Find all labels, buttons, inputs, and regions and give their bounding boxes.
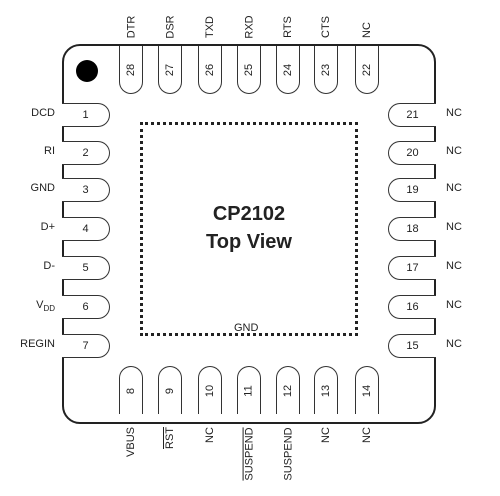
pin-label-2: RI (44, 145, 55, 157)
pin-14: 14 (355, 366, 379, 414)
pin-label-8: VBUS (124, 427, 137, 457)
pin-28: 28 (119, 46, 143, 94)
pin-6: 6 (62, 295, 110, 319)
pin-27: 27 (158, 46, 182, 94)
pin1-marker-dot (76, 60, 98, 82)
pin-label-14: NC (360, 427, 373, 443)
pin-5: 5 (62, 256, 110, 280)
pin-label-25: RXD (243, 14, 256, 39)
pin-label-12: SUSPEND (282, 426, 295, 481)
pin-13: 13 (314, 366, 338, 414)
pin-label-13: NC (319, 427, 332, 443)
pin-20: 20 (388, 141, 436, 165)
pin-label-28: DTR (124, 15, 137, 38)
part-number: CP2102 (212, 203, 286, 225)
pin-23: 23 (314, 46, 338, 94)
pin-9: 9 (158, 366, 182, 414)
pin-label-9: RST (164, 427, 176, 449)
pin-1: 1 (62, 103, 110, 127)
pin-label-1: DCD (31, 107, 55, 119)
pin-label-20: NC (446, 145, 462, 157)
pin-label-17: NC (446, 260, 462, 272)
pin-15: 15 (388, 334, 436, 358)
chip-package-outline (62, 44, 436, 424)
pin-label-22: NC (360, 22, 373, 38)
pin-24: 24 (276, 46, 300, 94)
pin-label-11: SUSPEND (243, 426, 256, 481)
pin-label-3: GND (30, 182, 55, 194)
pin-26: 26 (198, 46, 222, 94)
pin-12: 12 (276, 366, 300, 414)
pin-16: 16 (388, 295, 436, 319)
pin-10: 10 (198, 366, 222, 414)
pin-22: 22 (355, 46, 379, 94)
pin-2: 2 (62, 141, 110, 165)
pin-19: 19 (388, 178, 436, 202)
exposed-ground-pad (140, 122, 358, 336)
pin-3: 3 (62, 178, 110, 202)
pin-label-26: TXD (204, 16, 216, 38)
pin-4: 4 (62, 217, 110, 241)
pin-label-16: NC (446, 299, 462, 311)
view-label: Top View (206, 231, 292, 253)
pin-8: 8 (119, 366, 143, 414)
pin-21: 21 (388, 103, 436, 127)
center-pad-label: GND (234, 322, 259, 334)
pin-label-7: REGIN (20, 338, 55, 350)
pin-label-23: CTS (320, 16, 332, 38)
pin-label-4: D+ (40, 221, 55, 233)
pin-label-5: D- (43, 260, 55, 272)
pin-label-15: NC (446, 338, 462, 350)
pin-label-10: NC (203, 427, 216, 443)
pin-label-24: RTS (281, 16, 294, 38)
pin-label-18: NC (446, 221, 462, 233)
pin-label-19: NC (446, 182, 462, 194)
pin-label-21: NC (446, 107, 462, 119)
pin-11: 11 (237, 366, 261, 414)
pin-17: 17 (388, 256, 436, 280)
pin-7: 7 (62, 334, 110, 358)
pin-18: 18 (388, 217, 436, 241)
pin-label-27: DSR (164, 14, 177, 39)
pin-label-6: VDD (36, 299, 55, 314)
pin-25: 25 (237, 46, 261, 94)
